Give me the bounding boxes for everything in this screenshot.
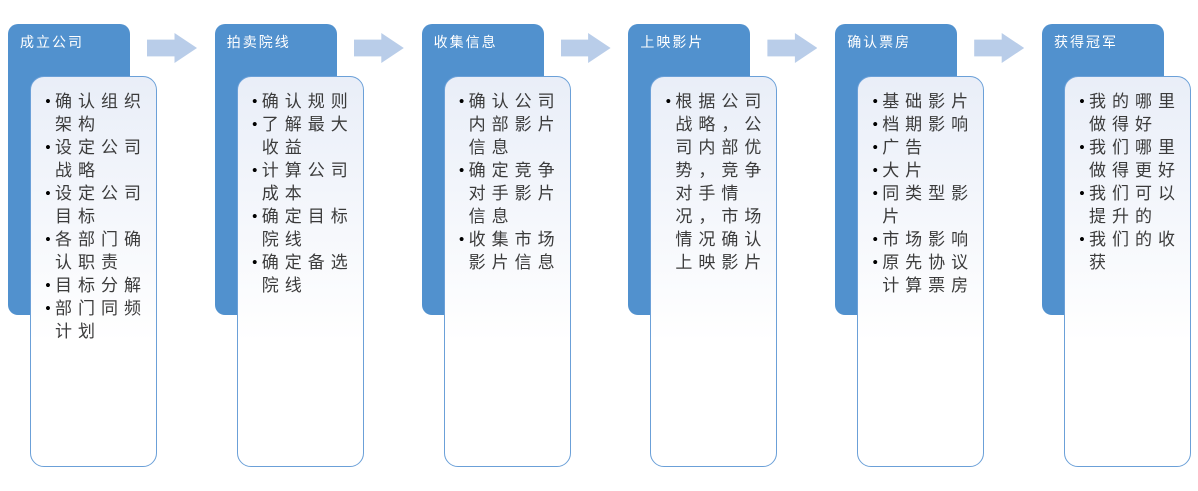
stage-panel: 确认公司内部影片信息确定竞争对手影片信息收集市场影片信息 — [443, 76, 571, 467]
stage-item-list: 确认组织架构设定公司战略设定公司目标各部门确认职责目标分解部门同频计划 — [31, 77, 156, 343]
stage-item: 确认组织架构 — [45, 90, 153, 136]
stage-panel: 基础影片档期影响广告大片同类型影片市场影响原先协议计算票房 — [857, 76, 985, 467]
stage-title: 上映影片 — [640, 34, 705, 50]
stage-item: 确认规则 — [252, 90, 360, 113]
stage-item: 收集市场影片信息 — [459, 228, 567, 274]
stage-4: 上映影片 根据公司战略，公司内部优势，竞争对手情况，市场情况确认上映影片 — [628, 24, 778, 469]
stage-1: 成立公司 确认组织架构设定公司战略设定公司目标各部门确认职责目标分解部门同频计划 — [8, 24, 158, 469]
stage-item: 我们的收获 — [1079, 228, 1187, 274]
stage-item: 计算公司成本 — [252, 159, 360, 205]
stage-item: 档期影响 — [872, 113, 980, 136]
stage-item: 大片 — [872, 159, 980, 182]
stage-panel: 根据公司战略，公司内部优势，竞争对手情况，市场情况确认上映影片 — [650, 76, 778, 467]
stage-item-list: 确认公司内部影片信息确定竞争对手影片信息收集市场影片信息 — [445, 77, 570, 274]
stage-5: 确认票房 基础影片档期影响广告大片同类型影片市场影响原先协议计算票房 — [835, 24, 985, 469]
stage-item: 设定公司目标 — [45, 182, 153, 228]
stage-item-list: 基础影片档期影响广告大片同类型影片市场影响原先协议计算票房 — [858, 77, 983, 297]
stage-panel: 确认组织架构设定公司战略设定公司目标各部门确认职责目标分解部门同频计划 — [30, 76, 157, 467]
stage-title: 拍卖院线 — [226, 34, 291, 50]
stage-item: 部门同频计划 — [45, 297, 153, 343]
stage-item: 我们可以提升的 — [1079, 182, 1187, 228]
stage-item-list: 根据公司战略，公司内部优势，竞争对手情况，市场情况确认上映影片 — [651, 77, 776, 274]
stage-item: 了解最大收益 — [252, 113, 360, 159]
stage-item: 原先协议计算票房 — [872, 251, 980, 297]
stage-item: 设定公司战略 — [45, 136, 153, 182]
stage-item: 广告 — [872, 136, 980, 159]
stage-title: 收集信息 — [433, 34, 498, 50]
stage-item: 确定竞争对手影片信息 — [459, 159, 567, 228]
stage-item: 确定备选院线 — [252, 251, 360, 297]
stage-title: 获得冠军 — [1054, 34, 1118, 50]
stage-2: 拍卖院线 确认规则了解最大收益计算公司成本确定目标院线确定备选院线 — [214, 24, 365, 469]
stage-title: 确认票房 — [847, 34, 912, 50]
stage-item: 确定目标院线 — [252, 205, 360, 251]
stage-item: 目标分解 — [45, 274, 153, 297]
stage-item: 根据公司战略，公司内部优势，竞争对手情况，市场情况确认上映影片 — [665, 90, 773, 274]
stage-item: 确认公司内部影片信息 — [459, 90, 567, 159]
stage-6: 获得冠军 我的哪里做得好我们哪里做得更好我们可以提升的我们的收获 — [1042, 24, 1192, 469]
stage-title: 成立公司 — [20, 34, 84, 50]
stage-item: 各部门确认职责 — [45, 228, 153, 274]
stage-item: 市场影响 — [872, 228, 980, 251]
stage-item: 基础影片 — [872, 90, 980, 113]
stage-item-list: 确认规则了解最大收益计算公司成本确定目标院线确定备选院线 — [238, 77, 363, 297]
stage-3: 收集信息 确认公司内部影片信息确定竞争对手影片信息收集市场影片信息 — [421, 24, 572, 469]
stage-panel: 我的哪里做得好我们哪里做得更好我们可以提升的我们的收获 — [1064, 76, 1191, 467]
stage-item-list: 我的哪里做得好我们哪里做得更好我们可以提升的我们的收获 — [1065, 77, 1190, 274]
stage-item: 同类型影片 — [872, 182, 980, 228]
stage-item: 我们哪里做得更好 — [1079, 136, 1187, 182]
stage-item: 我的哪里做得好 — [1079, 90, 1187, 136]
stage-panel: 确认规则了解最大收益计算公司成本确定目标院线确定备选院线 — [236, 76, 364, 467]
